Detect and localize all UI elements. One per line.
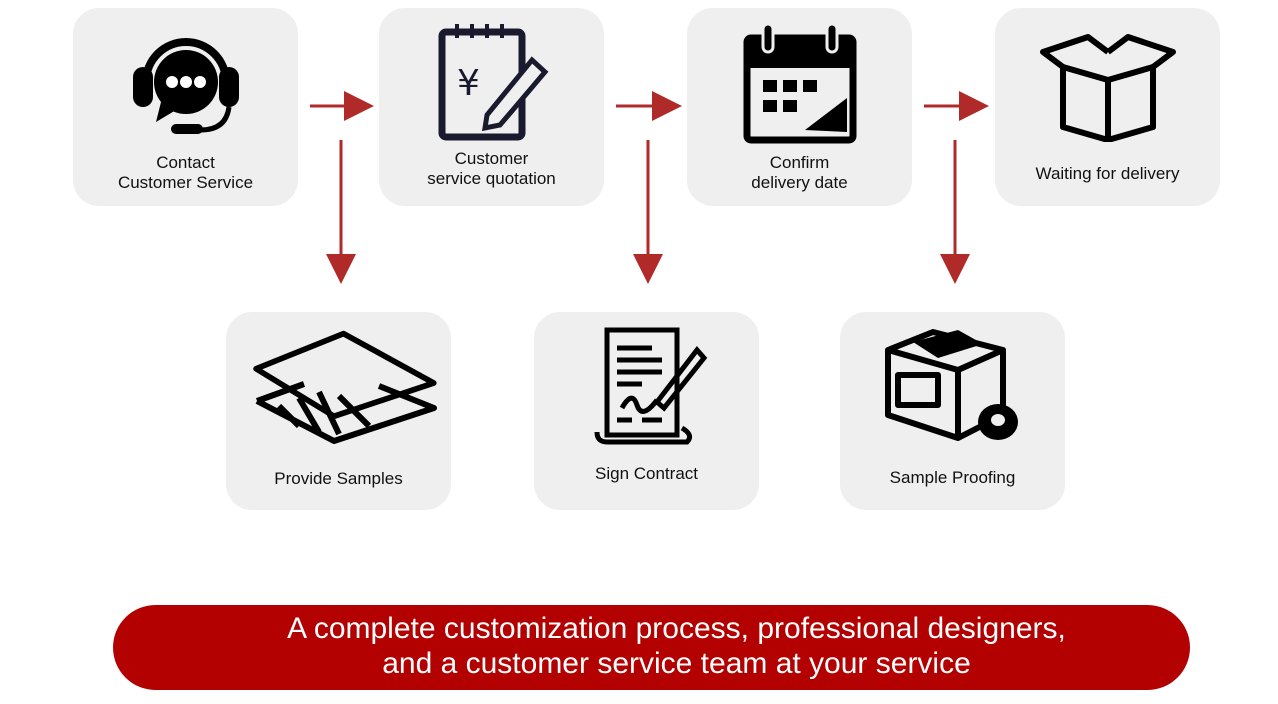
step-label: service quotation — [427, 169, 556, 188]
package-tape-icon — [884, 329, 1018, 441]
arrows — [310, 91, 989, 284]
step-provide-samples: Provide Samples — [226, 312, 451, 510]
banner-line: and a customer service team at your serv… — [382, 647, 971, 680]
svg-text:¥: ¥ — [457, 63, 480, 104]
step-label: Contact — [156, 153, 215, 172]
open-box-icon — [1039, 34, 1176, 142]
step-label: Customer Service — [117, 173, 254, 192]
layers-icon — [252, 330, 437, 444]
step-label: Sample Proofing — [889, 468, 1016, 487]
step-label: Customer — [454, 149, 529, 168]
headset-chat-icon — [132, 38, 239, 134]
slogan-banner: A complete customization process, profes… — [113, 605, 1190, 690]
contract-pen-icon — [594, 327, 707, 445]
step-label: delivery date — [751, 173, 848, 192]
step-sample-proofing: Sample Proofing — [840, 312, 1065, 510]
quotation-notepad-icon: ¥ — [438, 24, 548, 141]
step-label: Confirm — [769, 153, 830, 172]
calendar-icon — [743, 22, 856, 144]
step-waiting-for-delivery: Waiting for delivery — [995, 8, 1220, 206]
step-sign-contract: Sign Contract — [534, 312, 759, 510]
step-label: Provide Samples — [274, 469, 403, 488]
step-label: Waiting for delivery — [1035, 164, 1180, 183]
banner-line: A complete customization process, profes… — [287, 612, 1066, 645]
step-label: Sign Contract — [595, 464, 698, 483]
